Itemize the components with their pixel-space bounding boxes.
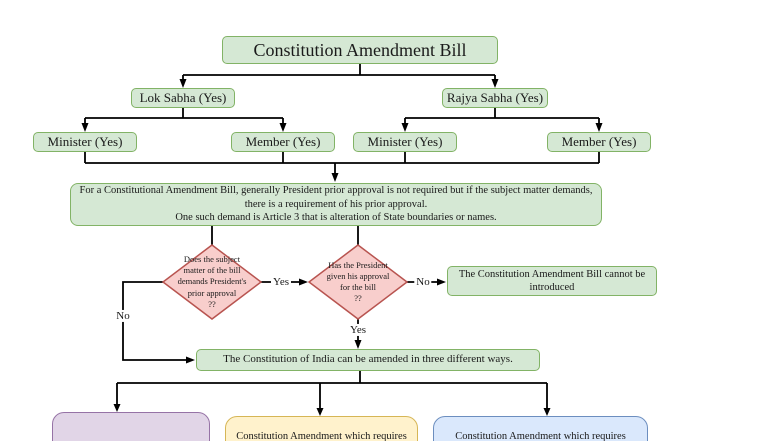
node-amendment-type-purple — [52, 412, 210, 441]
edge-label-no-president: No — [414, 275, 432, 289]
arrowheads — [81, 79, 603, 416]
node-amendment-type-yellow: Constitution Amendment which requires — [225, 416, 418, 441]
edge-title-to-houses — [182, 64, 496, 79]
node-member-lok: Member (Yes) — [231, 132, 335, 152]
node-minister-lok: Minister (Yes) — [33, 132, 137, 152]
edge-label-no-subject: No — [114, 309, 132, 323]
decision-president-label: Has the President given his approval for… — [326, 259, 390, 304]
node-member-rajya: Member (Yes) — [547, 132, 651, 152]
edge-rajyasabha-to-children — [404, 108, 600, 123]
node-constitution-amendment-bill: Constitution Amendment Bill — [222, 36, 498, 64]
edge-members-to-note — [84, 152, 600, 173]
decision-subject-label: Does the subject matter of the bill dema… — [177, 254, 247, 309]
node-amendment-type-blue: Constitution Amendment which requires — [433, 416, 648, 441]
node-rajya-sabha: Rajya Sabha (Yes) — [442, 88, 548, 108]
decision-president-diamond — [307, 244, 409, 320]
node-minister-rajya: Minister (Yes) — [353, 132, 457, 152]
edge-threeways-to-types — [116, 371, 548, 408]
node-cannot-be-introduced: The Constitution Amendment Bill cannot b… — [447, 266, 657, 296]
edge-label-yes-subject: Yes — [270, 275, 292, 289]
node-president-approval-note: For a Constitutional Amendment Bill, gen… — [70, 183, 602, 226]
edge-note-to-decisions — [211, 226, 359, 245]
node-three-ways: The Constitution of India can be amended… — [196, 349, 540, 371]
edge-label-yes-president: Yes — [347, 323, 369, 337]
edge-loksabha-to-children — [84, 108, 284, 123]
node-lok-sabha: Lok Sabha (Yes) — [131, 88, 235, 108]
decision-subject-diamond — [161, 244, 263, 320]
